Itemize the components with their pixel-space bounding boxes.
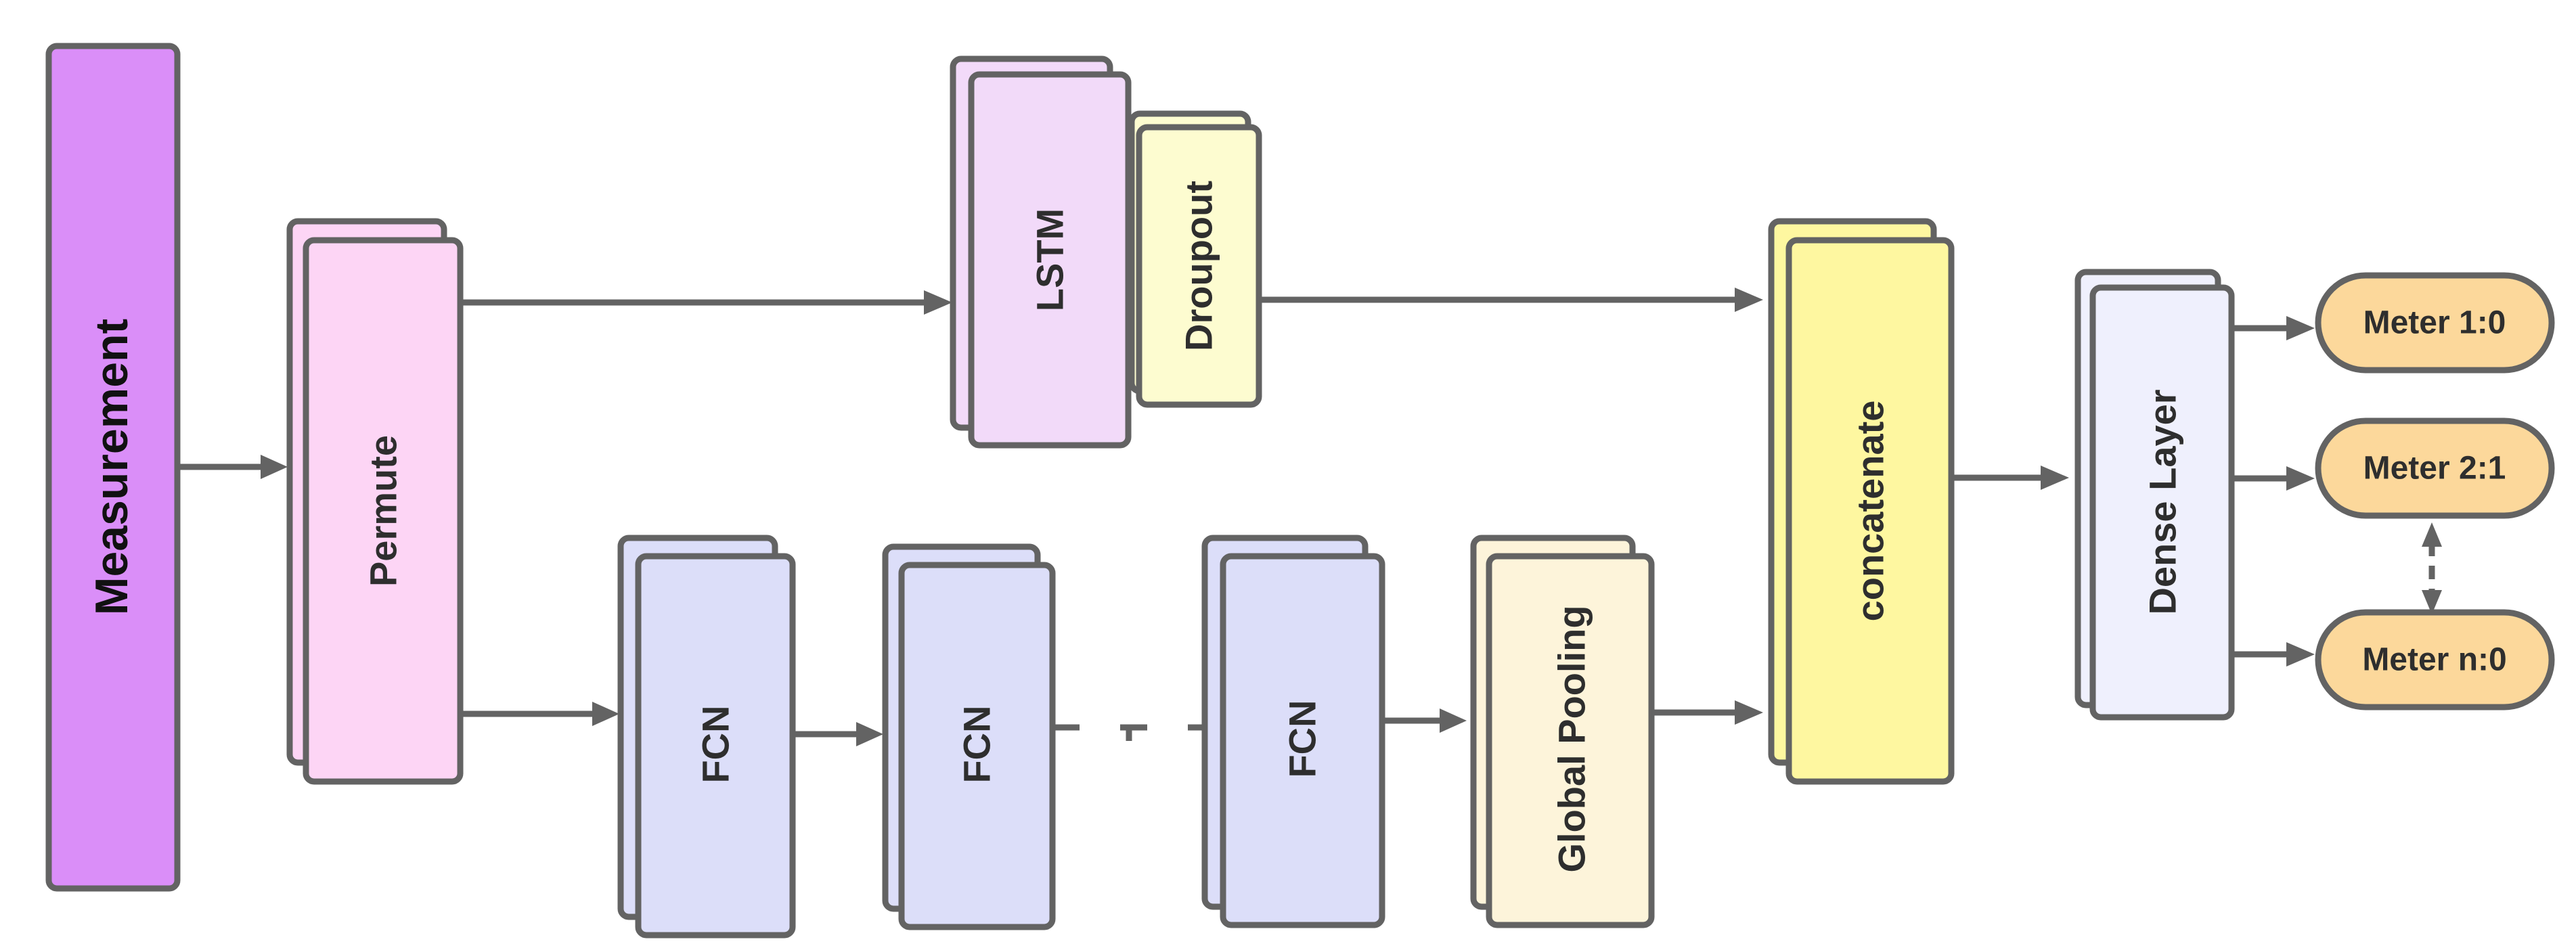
edge-dense-meter-2 [2232, 466, 2315, 491]
measurement-label: Measurement [86, 319, 137, 615]
edge-dropout-concatenate [1261, 288, 1763, 312]
meter-1-label: Meter 1:0 [2363, 305, 2506, 341]
node-meter-n: Meter n:0 [2315, 609, 2555, 710]
edge-dense-meter-n [2232, 642, 2315, 667]
node-fcn-1: FCN [617, 535, 796, 939]
global-pooling-label: Global Pooling [1551, 605, 1593, 872]
measurement-box [45, 43, 181, 892]
node-permute: Permute [286, 218, 464, 785]
concatenate-label: concatenate [1849, 401, 1892, 622]
meter-n-box [2315, 609, 2555, 710]
node-global-pooling: Global Pooling [1470, 535, 1655, 928]
permute-label: Permute [362, 435, 405, 587]
fcn-2-box [898, 562, 1056, 930]
node-fcn-2: FCN [882, 543, 1056, 930]
meter-2-box [2315, 417, 2555, 519]
dense-layer-box [2089, 284, 2235, 721]
edge-meter-2-meter-n [2422, 522, 2442, 614]
fcn-n-label: FCN [1281, 700, 1324, 777]
edge-concatenate-dense-layer [1951, 466, 2069, 490]
lstm-box [968, 71, 1132, 449]
edge-fcn-1-fcn-2 [793, 722, 883, 746]
node-dropout: Droupout [1128, 110, 1262, 408]
fcn-n-box [1220, 553, 1385, 928]
dropout-box [1136, 124, 1262, 408]
meter-2-label: Meter 2:1 [2363, 451, 2506, 487]
dense-layer-label: Dense Layer [2141, 389, 2184, 614]
edge-dense-meter-1 [2232, 316, 2315, 340]
fcn-1-label: FCN [694, 705, 737, 783]
fcn-2-label: FCN [956, 705, 998, 783]
edge-permute-lstm [463, 290, 952, 315]
node-meter-2: Meter 2:1 [2315, 417, 2555, 519]
permute-box [303, 237, 464, 785]
node-dense-layer: Dense Layer [2074, 269, 2235, 721]
meter-1-box [2315, 272, 2555, 374]
edge-permute-fcn-1 [463, 702, 619, 726]
lstm-label: LSTM [1029, 208, 1071, 311]
node-lstm: LSTM [950, 55, 1132, 449]
edge-global-pooling-concatenate [1651, 700, 1763, 725]
fcn-1-box [635, 553, 796, 939]
node-fcn-n: FCN [1201, 535, 1385, 928]
node-meter-1: Meter 1:0 [2315, 272, 2555, 374]
edge-measurement-permute [180, 455, 288, 479]
global-pooling-box [1486, 553, 1655, 928]
node-measurement: Measurement [45, 43, 181, 892]
edge-fcn-n-global-pooling [1383, 708, 1467, 733]
edge-fcn-2-fcn-n-dashed [1052, 724, 1205, 741]
node-concatenate: concatenate [1768, 218, 1955, 785]
dropout-label: Droupout [1178, 181, 1220, 351]
edges [180, 288, 2442, 746]
meter-n-label: Meter n:0 [2362, 642, 2506, 678]
concatenate-box [1785, 237, 1955, 785]
